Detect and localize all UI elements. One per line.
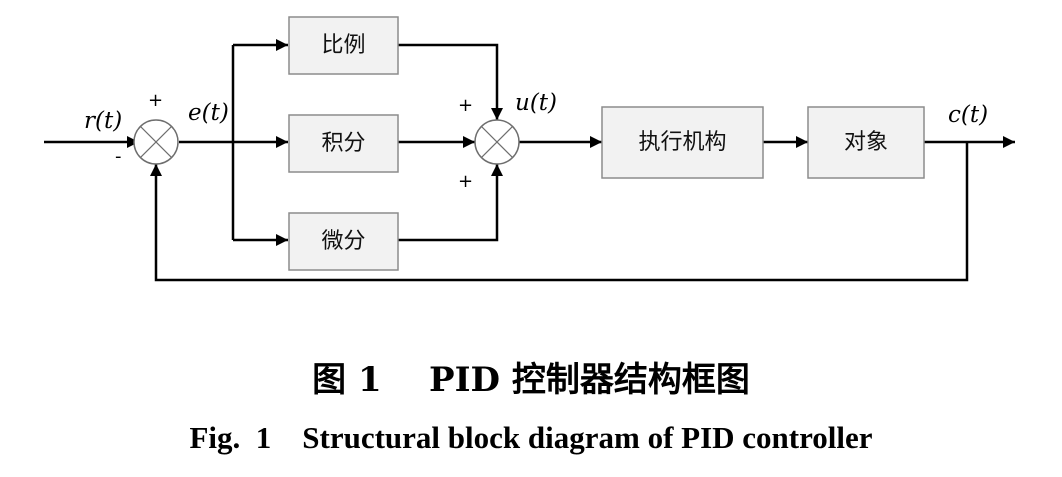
caption-chinese: 图 1 PID 控制器结构框图 (0, 352, 1062, 401)
reference-signal-label: r(t) (84, 108, 122, 134)
proportional-label: 比例 (321, 33, 365, 58)
proportional-block: 比例 (288, 16, 399, 75)
output-signal-label: c(t) (948, 102, 988, 128)
summer2-plus-sign-bottom: + (458, 171, 473, 192)
summer1-minus-sign: - (115, 146, 122, 167)
summer1-plus-sign: + (148, 90, 163, 111)
derivative-label: 微分 (321, 229, 365, 254)
plant-label: 对象 (844, 130, 888, 155)
caption-cn-title: PID 控制器结构框图 (429, 360, 750, 400)
caption-english: Fig. 1 Structural block diagram of PID c… (0, 420, 1062, 456)
derivative-to-summer-line (398, 164, 503, 242)
summing-junction-error (133, 119, 179, 165)
integral-block: 积分 (288, 114, 399, 173)
caption-cn-label: 图 1 (312, 360, 382, 400)
actuator-label: 执行机构 (638, 130, 726, 155)
caption-en-label: Fig. 1 (189, 420, 272, 455)
integral-label: 积分 (321, 131, 365, 156)
pid-block-diagram: 比例 积分 微分 执行机构 对象 r(t) e(t) u(t) c(t) + -… (44, 16, 1015, 282)
control-signal-label: u(t) (515, 90, 557, 116)
proportional-to-summer-line (398, 43, 503, 120)
summing-junction-control (474, 119, 520, 165)
actuator-block: 执行机构 (601, 106, 764, 179)
error-signal-label: e(t) (188, 100, 229, 126)
summer2-plus-sign-left: + (458, 95, 473, 116)
derivative-block: 微分 (288, 212, 399, 271)
plant-block: 对象 (807, 106, 925, 179)
feedback-line (150, 142, 969, 282)
caption-en-title: Structural block diagram of PID controll… (302, 420, 873, 455)
